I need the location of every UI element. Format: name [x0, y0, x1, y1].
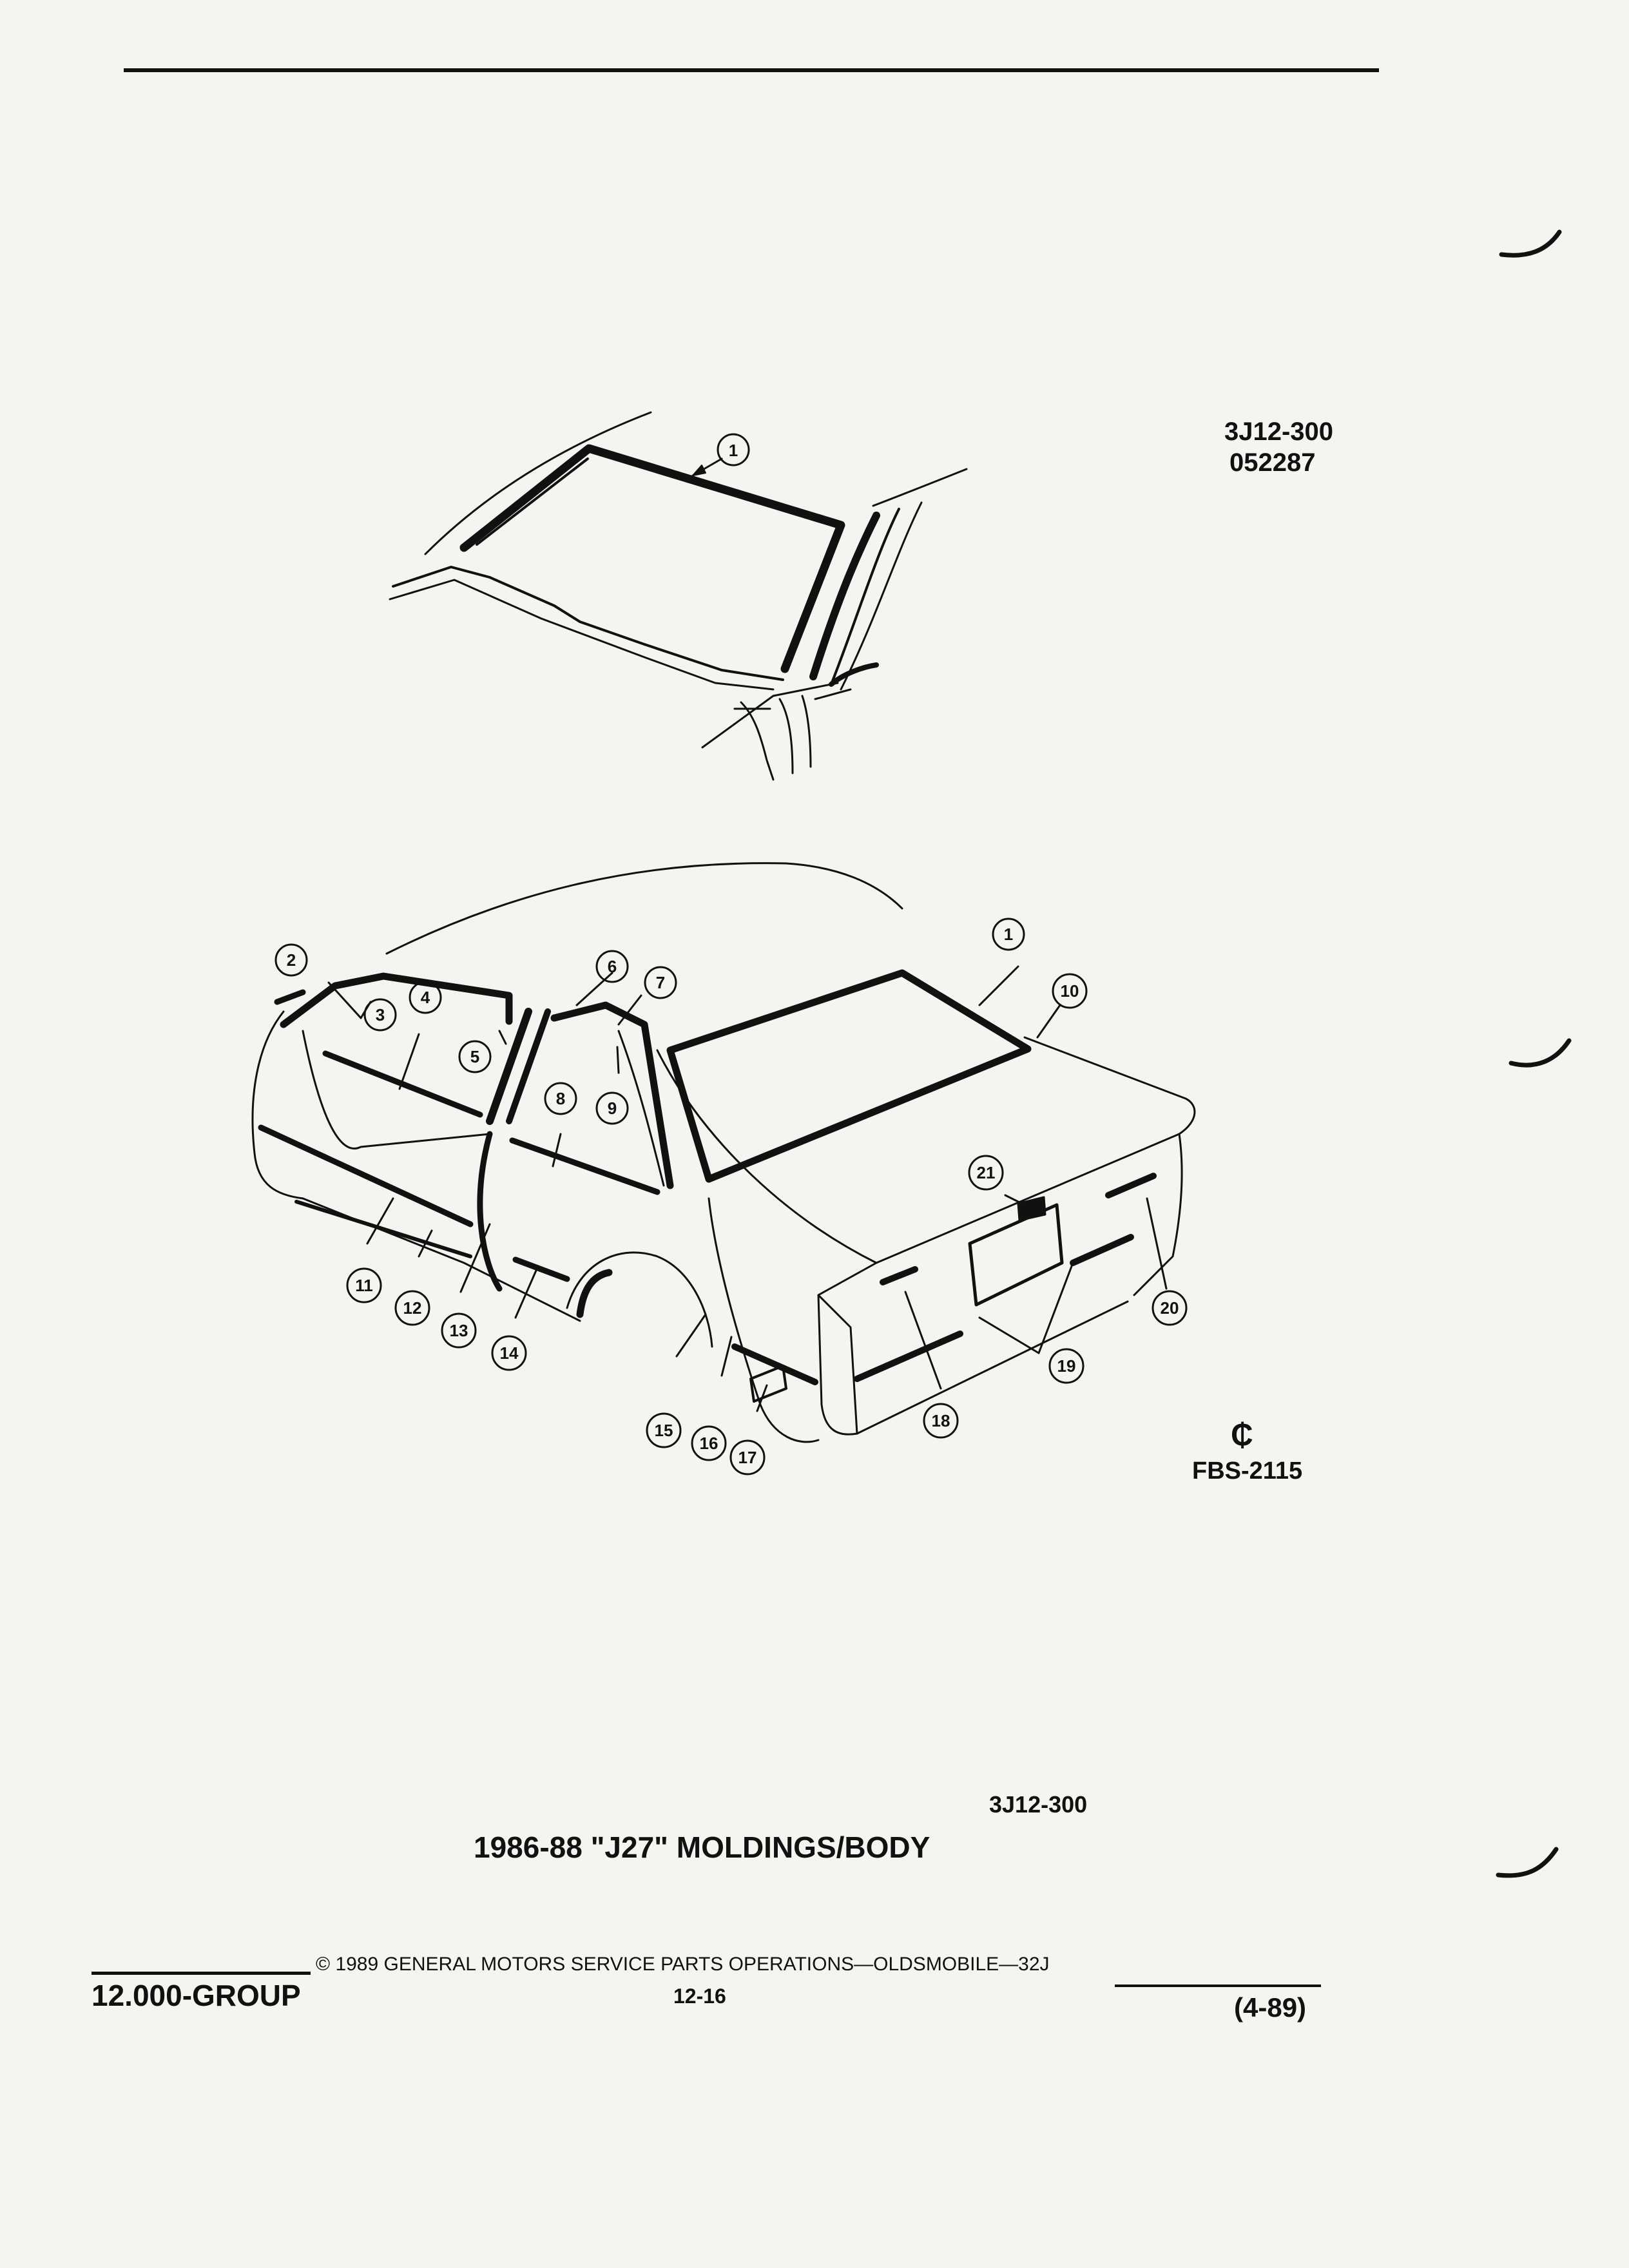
svg-text:19: 19	[1057, 1356, 1076, 1376]
svg-text:15: 15	[655, 1421, 673, 1440]
callout-5: 5	[458, 1040, 492, 1073]
windshield-detail	[389, 411, 968, 781]
svg-text:18: 18	[932, 1411, 950, 1430]
car-body	[251, 862, 1196, 1443]
svg-text:16: 16	[700, 1434, 718, 1453]
callout-1: 1	[992, 918, 1025, 951]
figure-ref-number: 052287	[1229, 448, 1316, 477]
svg-text:1: 1	[729, 441, 738, 460]
callout-13: 13	[441, 1312, 477, 1349]
fbs-logo-icon: ₵	[1231, 1418, 1253, 1452]
svg-text:14: 14	[500, 1343, 519, 1363]
callout-10: 10	[1052, 973, 1088, 1009]
footer-page-number: 12-16	[673, 1984, 726, 2008]
callout-9: 9	[595, 1091, 629, 1125]
svg-text:6: 6	[608, 957, 617, 976]
callout-11: 11	[346, 1267, 382, 1303]
svg-text:9: 9	[608, 1099, 617, 1118]
footer-copyright: © 1989 GENERAL MOTORS SERVICE PARTS OPER…	[316, 1954, 1050, 1975]
caption-code: 3J12-300	[989, 1791, 1088, 1818]
footer-rule-right	[1115, 1984, 1321, 1987]
svg-text:10: 10	[1061, 981, 1079, 1001]
svg-text:8: 8	[556, 1089, 565, 1108]
footer-date: (4-89)	[1234, 1992, 1307, 2023]
svg-text:12: 12	[403, 1298, 422, 1318]
callout-19: 19	[1048, 1348, 1084, 1384]
svg-text:17: 17	[738, 1448, 757, 1467]
callout-8: 8	[544, 1082, 577, 1115]
footer-group: 12.000-GROUP	[92, 1979, 301, 2012]
callout-15: 15	[646, 1412, 682, 1448]
svg-text:11: 11	[355, 1276, 373, 1295]
callout-17: 17	[729, 1439, 766, 1475]
top-rule	[124, 68, 1379, 72]
svg-text:1: 1	[1004, 925, 1013, 944]
callout-21: 21	[968, 1155, 1004, 1191]
callout-6: 6	[595, 950, 629, 983]
diagram-title: 1986-88 "J27" MOLDINGS/BODY	[474, 1831, 930, 1864]
svg-text:5: 5	[470, 1047, 479, 1066]
callout-7: 7	[644, 966, 677, 999]
svg-text:20: 20	[1161, 1298, 1179, 1318]
callout-windshield-1: 1	[717, 433, 750, 466]
callout-14: 14	[491, 1335, 527, 1371]
svg-text:2: 2	[287, 950, 296, 970]
callout-12: 12	[394, 1290, 430, 1326]
figure-code: 3J12-300	[1224, 418, 1334, 446]
callout-2: 2	[275, 943, 308, 977]
callout-3: 3	[363, 998, 397, 1032]
svg-text:21: 21	[977, 1163, 996, 1182]
footer-rule-left	[92, 1972, 311, 1975]
svg-text:3: 3	[376, 1005, 385, 1024]
callout-16: 16	[691, 1425, 727, 1461]
svg-text:7: 7	[656, 973, 665, 992]
callout-leaders	[327, 965, 1168, 1412]
svg-text:4: 4	[421, 988, 430, 1007]
callout-20: 20	[1152, 1290, 1188, 1326]
callout-18: 18	[923, 1403, 959, 1439]
callout-4: 4	[409, 981, 442, 1014]
fbs-code: FBS-2115	[1192, 1457, 1303, 1485]
svg-text:13: 13	[450, 1321, 468, 1340]
